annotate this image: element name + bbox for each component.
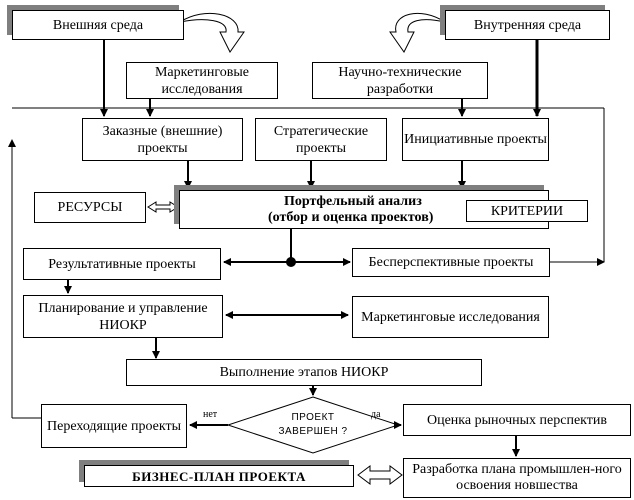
node-unpromising-projects: Бесперспективные проекты bbox=[352, 248, 550, 277]
node-criteria: КРИТЕРИИ bbox=[466, 200, 588, 222]
node-unpromising-projects-label: Бесперспективные проекты bbox=[368, 255, 534, 270]
node-effective-projects: Результативные проекты bbox=[23, 248, 221, 280]
node-internal-env-label: Внутренняя среда bbox=[473, 17, 582, 33]
node-effective-projects-label: Результативные проекты bbox=[48, 256, 196, 272]
node-portfolio-analysis-title: Портфельный анализ bbox=[284, 193, 422, 209]
node-external-env: Внешняя среда bbox=[12, 10, 184, 40]
node-transitional-projects: Переходящие проекты bbox=[41, 404, 187, 448]
node-resources: РЕСУРСЫ bbox=[34, 192, 146, 223]
node-external-env-label: Внешняя среда bbox=[52, 17, 144, 33]
node-marketing-research-mid-label: Маркетинговые исследования bbox=[361, 309, 540, 325]
node-planning-management-label: Планирование и управление НИОКР bbox=[38, 300, 208, 333]
node-industrial-plan: Разработка плана промышлен-ного освоения… bbox=[403, 458, 631, 498]
node-strategic-projects: Стратегические проекты bbox=[255, 118, 387, 161]
node-resources-label: РЕСУРСЫ bbox=[57, 200, 123, 215]
node-rnd-label: Научно-технические разработки bbox=[338, 64, 462, 97]
curved-arrow-left bbox=[179, 12, 245, 53]
curved-arrow-right bbox=[389, 12, 446, 53]
node-rnd: Научно-технические разработки bbox=[312, 62, 488, 99]
arrow-businessplan-industrial bbox=[357, 465, 403, 485]
node-strategic-projects-label: Стратегические проекты bbox=[273, 123, 369, 156]
node-transitional-projects-label: Переходящие проекты bbox=[47, 418, 181, 434]
node-internal-env: Внутренняя среда bbox=[445, 10, 610, 40]
node-ordered-projects-label: Заказные (внешние) проекты bbox=[102, 123, 223, 156]
node-marketing-research-top-label: Маркетинговые исследования bbox=[154, 64, 250, 97]
arrow-resources-portfolio bbox=[147, 201, 179, 213]
node-business-plan-label: БИЗНЕС-ПЛАН ПРОЕКТА bbox=[132, 468, 306, 484]
node-planning-management: Планирование и управление НИОКР bbox=[23, 295, 223, 338]
node-market-evaluation: Оценка рыночных перспектив bbox=[403, 404, 631, 436]
node-execution: Выполнение этапов НИОКР bbox=[126, 359, 482, 386]
node-criteria-label: КРИТЕРИИ bbox=[490, 203, 564, 219]
decision-diamond bbox=[226, 396, 400, 454]
node-ordered-projects: Заказные (внешние) проекты bbox=[82, 118, 243, 161]
node-initiative-projects: Инициативные проекты bbox=[402, 118, 549, 161]
edge-label-yes: да bbox=[371, 409, 381, 420]
node-marketing-research-mid: Маркетинговые исследования bbox=[352, 296, 549, 338]
node-execution-label: Выполнение этапов НИОКР bbox=[219, 365, 389, 380]
edge-label-no: нет bbox=[203, 409, 218, 420]
node-industrial-plan-label: Разработка плана промышлен-ного освоения… bbox=[412, 462, 622, 493]
node-initiative-projects-label: Инициативные проекты bbox=[404, 132, 547, 147]
node-portfolio-analysis-subtitle: (отбор и оценка проектов) bbox=[268, 209, 434, 225]
node-market-evaluation-label: Оценка рыночных перспектив bbox=[426, 412, 608, 428]
node-business-plan: БИЗНЕС-ПЛАН ПРОЕКТА bbox=[84, 465, 354, 487]
decision-label: ПРОЕКТ ЗАВЕРШЕН ? bbox=[278, 412, 348, 437]
node-marketing-research-top: Маркетинговые исследования bbox=[126, 62, 278, 99]
